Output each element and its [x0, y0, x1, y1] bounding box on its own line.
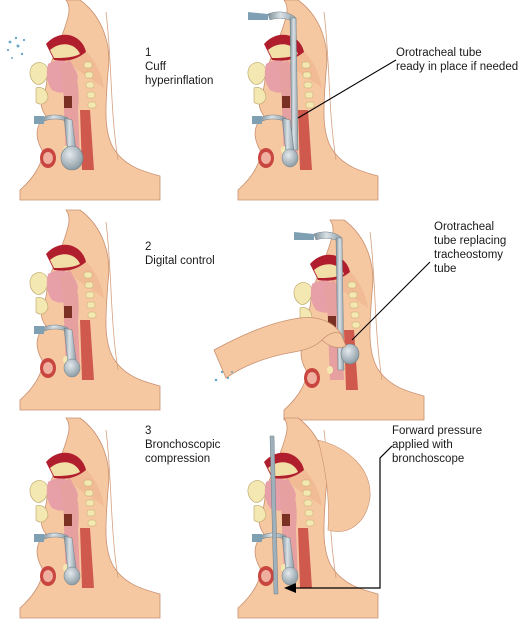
panel-1-right-orotracheal-ready	[237, 0, 379, 201]
step-3-title: Bronchoscopic compression	[145, 439, 221, 465]
callout-line-3	[292, 445, 393, 589]
tilted-chin	[317, 439, 371, 532]
panel-2-right-orotracheal-replacing	[283, 219, 425, 421]
step-1-number: 1	[145, 47, 152, 59]
callout-2-text: Orotracheal tube replacing tracheostomy …	[434, 221, 507, 275]
step-2-title: Digital control	[145, 255, 215, 267]
callout-1-text: Orotracheal tube ready in place if neede…	[396, 47, 519, 73]
callout-3-text: Forward pressure applied with bronchosco…	[392, 425, 483, 465]
callout-arrowhead-3	[284, 583, 296, 593]
panel-2-left-digital-control	[19, 209, 161, 411]
callout-line-1	[297, 59, 397, 119]
step-2-number: 2	[145, 241, 152, 253]
panel-3-left-bronchoscopic-compression	[19, 417, 161, 619]
panel-1-left-cuff-hyperinflation	[19, 0, 161, 201]
step-1-title: Cuff hyperinflation	[145, 61, 214, 87]
hand-arm-illustration	[213, 317, 347, 382]
callout-line-2	[351, 261, 431, 341]
step-3-number: 3	[145, 425, 152, 437]
spray-droplets	[6, 36, 26, 59]
panel-3-right-forward-pressure	[237, 417, 379, 619]
